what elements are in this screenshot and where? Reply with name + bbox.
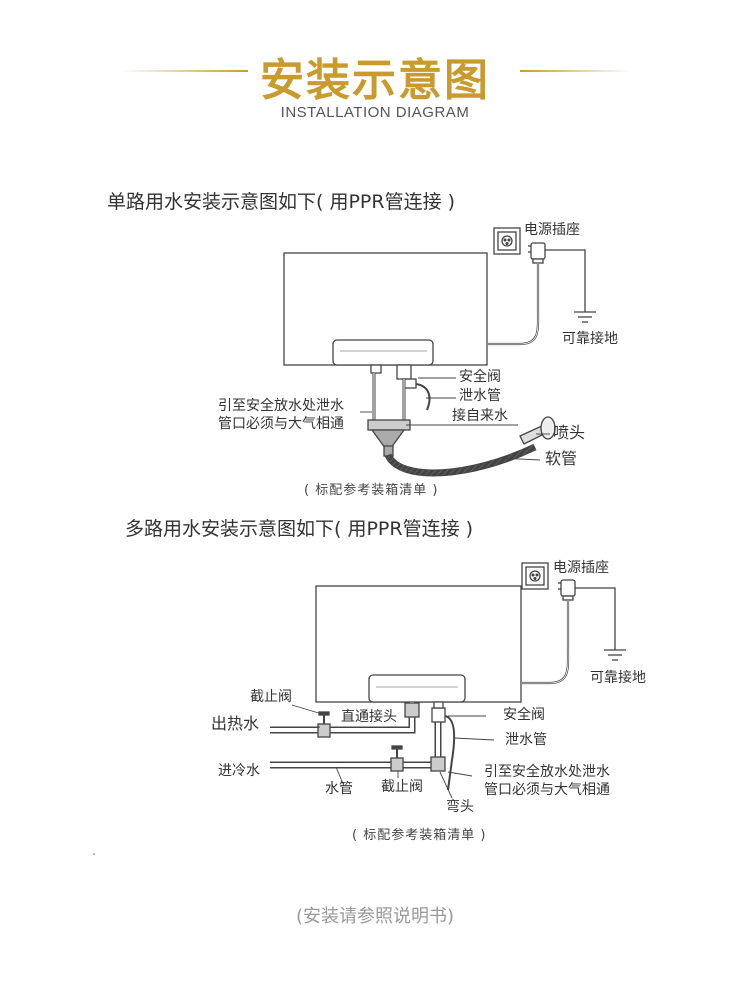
- multi-label-straight-joint: 直通接头: [341, 709, 397, 725]
- multi-control-panel: [368, 674, 466, 703]
- header-left-rule: [120, 70, 248, 72]
- multi-note: ( 标配参考装箱清单 ): [352, 828, 487, 843]
- multi-section-title: 多路用水安装示意图如下( 用PPR管连接 ): [125, 518, 474, 540]
- multi-ground-cable: [575, 587, 616, 650]
- multi-label-stop-valve-bottom: 截止阀: [381, 779, 423, 795]
- multi-label-drain-pipe: 泄水管: [505, 732, 547, 748]
- multi-label-water-pipe: 水管: [325, 781, 353, 797]
- single-hot-outlet: [370, 364, 382, 374]
- single-label-drain-note-1: 引至安全放水处泄水: [218, 398, 344, 414]
- single-label-hose: 软管: [545, 449, 578, 468]
- page-title: 安装示意图: [260, 55, 490, 106]
- single-label-safety-valve: 安全阀: [459, 369, 501, 385]
- multi-drain-pipe: [444, 715, 456, 791]
- header-right-rule: [520, 70, 632, 72]
- single-mixing-valve: [367, 419, 440, 457]
- multi-diagram: [270, 562, 626, 799]
- multi-power-cable: [522, 600, 570, 685]
- multi-label-elbow: 弯头: [446, 799, 474, 815]
- stray-dot: [93, 853, 95, 855]
- multi-label-hot-out: 出热水: [211, 714, 260, 733]
- footer-note: (安装请参照说明书): [295, 906, 455, 927]
- single-ground-icon: [574, 311, 596, 323]
- single-plug-icon: [528, 242, 546, 264]
- single-shower-head-icon: [519, 416, 556, 445]
- multi-label-safety-valve: 安全阀: [503, 707, 545, 723]
- multi-stop-valve-cold: [390, 745, 404, 772]
- single-control-panel: [332, 339, 434, 366]
- single-diagram: [283, 227, 596, 477]
- single-label-inlet: 接自来水: [452, 408, 508, 424]
- single-label-shower-head: 喷头: [553, 423, 586, 442]
- multi-label-drain-note-2: 管口必须与大气相通: [484, 782, 610, 798]
- single-label-socket: 电源插座: [524, 222, 580, 238]
- multi-label-drain-note-1: 引至安全放水处泄水: [484, 764, 610, 780]
- multi-plug-icon: [558, 579, 576, 601]
- multi-stop-valve-hot: [317, 711, 331, 738]
- multi-straight-joint: [404, 702, 420, 718]
- single-section-title: 单路用水安装示意图如下( 用PPR管连接 ): [107, 191, 456, 213]
- single-label-drain-note-2: 管口必须与大气相通: [218, 416, 344, 432]
- single-ground-cable: [545, 249, 586, 312]
- multi-label-ground: 可靠接地: [590, 670, 646, 686]
- single-power-cable: [488, 263, 540, 346]
- single-socket-icon: [493, 227, 521, 255]
- multi-safety-valve: [431, 707, 446, 723]
- single-label-drain-pipe: 泄水管: [459, 388, 501, 404]
- multi-elbow: [430, 756, 446, 772]
- multi-label-socket: 电源插座: [553, 560, 609, 576]
- single-note: ( 标配参考装箱清单 ): [304, 483, 439, 498]
- page-subtitle: INSTALLATION DIAGRAM: [280, 104, 470, 121]
- multi-socket-icon: [521, 562, 549, 590]
- multi-label-cold-in: 进冷水: [218, 763, 260, 779]
- multi-ground-icon: [604, 649, 626, 661]
- single-label-ground: 可靠接地: [562, 331, 618, 347]
- single-safety-valve: [403, 378, 417, 389]
- multi-label-stop-valve-top: 截止阀: [250, 689, 292, 705]
